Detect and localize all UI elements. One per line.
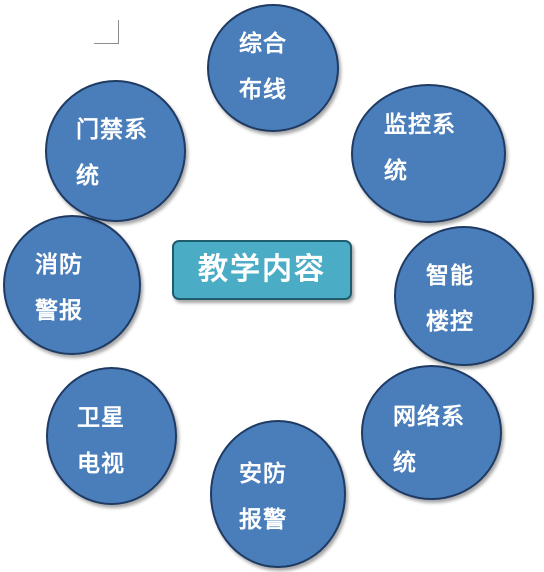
node-network-label: 网络系 统	[393, 404, 465, 476]
node-monitoring-label: 监控系 统	[384, 112, 456, 184]
corner-crop-mark	[94, 20, 119, 44]
node-access-control-label: 门禁系 统	[76, 117, 148, 189]
node-security-alarm-label: 安防 报警	[239, 461, 287, 533]
node-monitoring: 监控系 统	[351, 84, 506, 223]
node-security-alarm: 安防 报警	[210, 420, 346, 568]
node-satellite-tv-label: 卫星 电视	[77, 405, 125, 477]
node-network: 网络系 统	[361, 365, 502, 500]
node-fire-alarm: 消防 警报	[3, 215, 141, 355]
node-cabling: 综合 布线	[207, 4, 339, 132]
node-smart-building: 智能 楼控	[394, 226, 534, 366]
center-topic-label: 教学内容	[198, 252, 326, 287]
node-smart-building-label: 智能 楼控	[426, 263, 474, 335]
node-access-control: 门禁系 统	[45, 80, 186, 222]
node-fire-alarm-label: 消防 警报	[35, 252, 83, 324]
node-cabling-label: 综合 布线	[239, 31, 287, 103]
node-satellite-tv: 卫星 电视	[46, 367, 177, 505]
center-topic-box: 教学内容	[172, 240, 352, 300]
